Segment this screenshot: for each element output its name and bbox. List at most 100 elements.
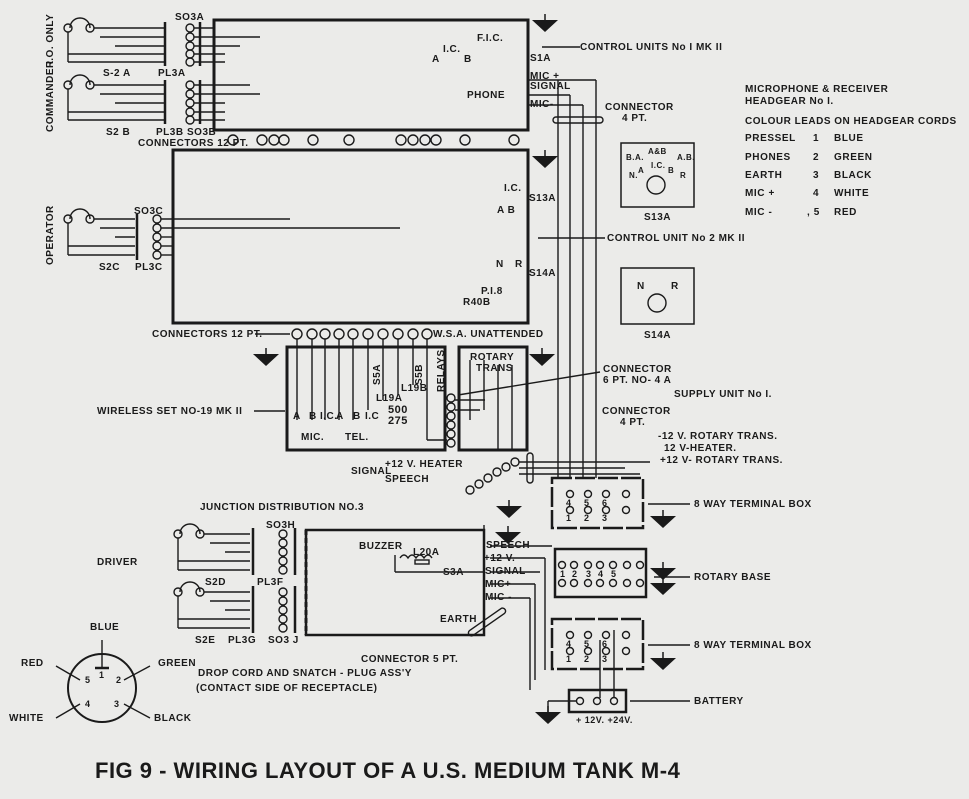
label-s13a-r: R xyxy=(680,171,687,180)
label-jd-signal: SIGNAL xyxy=(485,566,526,577)
connector-row-top xyxy=(227,134,520,146)
label-heater: +12 V. HEATER xyxy=(385,459,463,470)
label-s13a-ba: B.A. xyxy=(626,153,644,162)
label-s14a-r: R xyxy=(671,281,679,292)
legend-row-name: MIC + xyxy=(745,188,775,199)
label-connector-4pt-mid-sub: 4 PT. xyxy=(620,417,646,428)
terminal-box-upper-outline xyxy=(550,476,645,530)
label-rotary-base: ROTARY BASE xyxy=(694,572,771,583)
label-connector-4pt-mid: CONNECTOR xyxy=(602,406,671,417)
label-s13a-ab: A.B. xyxy=(677,153,695,162)
label-ws-tel: TEL. xyxy=(345,432,369,443)
label-junction-distribution: JUNCTION DISTRIBUTION NO.3 xyxy=(200,502,365,513)
label-supply-lead-1: -12 V. ROTARY TRANS. xyxy=(658,431,778,442)
label-pl3f: PL3F xyxy=(257,577,284,588)
label-s13a: S13A xyxy=(529,193,557,204)
station-driver xyxy=(173,523,297,633)
label-s13a-ab-top: A&B xyxy=(648,147,667,156)
terminal-box-lower-outline xyxy=(550,617,645,671)
legend-title-2: HEADGEAR No I. xyxy=(745,96,834,107)
label-ws-tel-b: B xyxy=(353,411,361,422)
label-ws-tel-ic: I.C xyxy=(365,411,380,422)
rb-5: 5 xyxy=(611,569,617,579)
label-supply-unit: SUPPLY UNIT No I. xyxy=(674,389,772,400)
receptacle-pin-3: 3 xyxy=(114,699,120,709)
tb-upper-1: 1 xyxy=(566,513,572,523)
label-connector-4pt-top: CONNECTOR xyxy=(605,102,674,113)
label-s14a-caption: S14A xyxy=(644,330,672,341)
label-ws-mic-ic: I.C. xyxy=(320,411,338,422)
label-rotary-trans-2: TRANS xyxy=(476,363,513,374)
tb-lower-2: 2 xyxy=(584,654,590,664)
label-jd-earth: EARTH xyxy=(440,614,477,625)
legend-row-name: PRESSEL xyxy=(745,133,796,144)
tb-lower-6: 6 xyxy=(602,639,608,649)
label-supply-lead-2: 12 V-HEATER. xyxy=(664,443,737,454)
label-cu1-b: B xyxy=(464,54,472,65)
label-s13a-a: A xyxy=(638,166,645,175)
tb-upper-6: 6 xyxy=(602,498,608,508)
legend-row-color: RED xyxy=(834,207,857,218)
label-fic: F.I.C. xyxy=(477,33,504,44)
label-cu2-r: R xyxy=(515,259,523,270)
label-cu2-ab: A B xyxy=(497,205,516,216)
label-cu1-ic: I.C. xyxy=(443,44,461,55)
label-s2a: S-2 A xyxy=(103,68,131,79)
label-jd-mic-plus: MIC+ xyxy=(485,579,512,590)
label-s14a-n: N xyxy=(637,281,645,292)
label-500: 500 xyxy=(388,404,408,416)
label-pl3c: PL3C xyxy=(135,262,163,273)
label-r40b: R40B xyxy=(463,297,491,308)
legend-row-pin: 2 xyxy=(813,152,820,163)
label-s1a: S1A xyxy=(530,53,551,64)
legend-row-color: WHITE xyxy=(834,188,870,199)
receptacle-pin-5: 5 xyxy=(85,675,91,685)
legend-title-1: MICROPHONE & RECEIVER xyxy=(745,84,889,95)
legend-subtitle: COLOUR LEADS ON HEADGEAR CORDS xyxy=(745,116,957,127)
label-wireless-set: WIRELESS SET NO-19 MK II xyxy=(97,406,243,417)
label-drop-cord-2: (CONTACT SIDE OF RECEPTACLE) xyxy=(196,683,378,694)
label-connector-6pt-sub: 6 PT. NO- 4 A xyxy=(603,375,672,386)
label-wsa-unattended: W.S.A. UNATTENDED xyxy=(433,329,544,340)
label-cu2-n: N xyxy=(496,259,504,270)
label-jd-mic-minus: MIC - xyxy=(485,592,512,603)
figure-title: FIG 9 - WIRING LAYOUT OF A U.S. MEDIUM T… xyxy=(95,758,681,783)
label-control-unit-2: CONTROL UNIT No 2 MK II xyxy=(607,233,745,244)
legend-row-pin: 4 xyxy=(813,188,820,199)
label-rotary-trans-1: ROTARY xyxy=(470,352,515,363)
connector-row-bottom xyxy=(291,328,433,340)
label-275: 275 xyxy=(388,415,408,427)
label-operator: OPERATOR xyxy=(45,205,56,265)
label-terminal-box-lower: 8 WAY TERMINAL BOX xyxy=(694,640,812,651)
legend-row-color: GREEN xyxy=(834,152,873,163)
legend-row-pin: 1 xyxy=(813,133,820,144)
label-pi8: P.I.8 xyxy=(481,286,503,297)
label-s2e: S2E xyxy=(195,635,216,646)
tb-upper-4: 4 xyxy=(566,498,572,508)
label-so3c: SO3C xyxy=(134,206,164,217)
label-control-unit-1: CONTROL UNITS No I MK II xyxy=(580,42,723,53)
rb-1: 1 xyxy=(560,569,566,579)
label-jd-speech: SPEECH xyxy=(486,540,531,551)
label-receptacle-blue: BLUE xyxy=(90,622,120,633)
terminal-pins xyxy=(557,489,645,706)
tb-upper-3: 3 xyxy=(602,513,608,523)
label-connectors-12pt-bottom: CONNECTORS 12 PT. xyxy=(152,329,263,340)
legend-row-name: EARTH xyxy=(745,170,783,181)
legend-row-name: MIC - xyxy=(745,207,773,218)
label-receptacle-red: RED xyxy=(21,658,44,669)
tb-upper-2: 2 xyxy=(584,513,590,523)
relay-terminals xyxy=(446,393,456,448)
label-commander: COMMANDER xyxy=(45,60,56,132)
label-so3h: SO3H xyxy=(266,520,296,531)
label-ws-signal: SIGNAL xyxy=(351,466,392,477)
tb-lower-4: 4 xyxy=(566,639,572,649)
label-cu1-a: A xyxy=(432,54,440,65)
label-ws-mic-b: B xyxy=(309,411,317,422)
label-s3a: S3A xyxy=(443,567,464,578)
label-mic-minus: MIC- xyxy=(530,99,554,110)
legend-row-color: BLACK xyxy=(834,170,872,181)
label-mic-plus: MIC + xyxy=(530,71,560,82)
